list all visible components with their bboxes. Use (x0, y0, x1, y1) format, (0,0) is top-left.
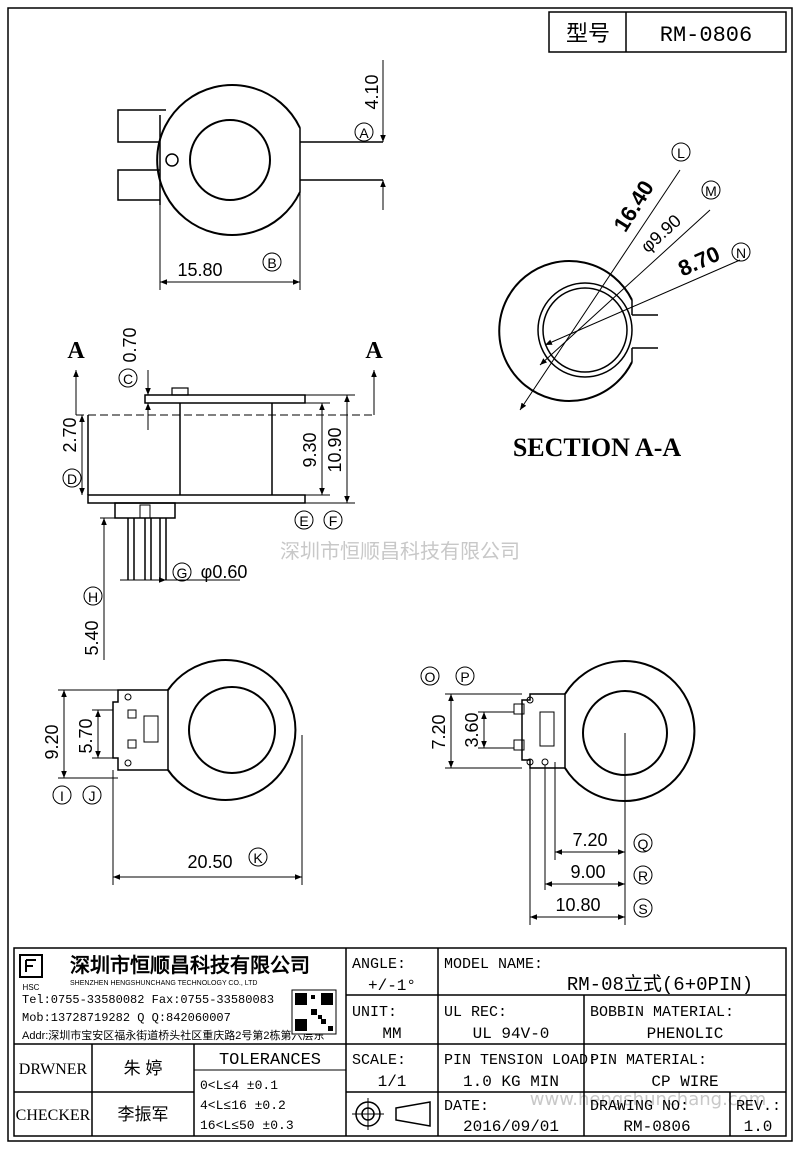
drawer-label: DRWNER (19, 1061, 88, 1078)
checker-value: 李振军 (118, 1105, 169, 1124)
callout-m: M (705, 183, 717, 199)
title-block: HSC 深圳市恒顺昌科技有限公司 SHENZHEN HENGSHUNCHANG … (13, 947, 787, 1137)
dim-0-60: φ0.60 (201, 562, 248, 582)
type-label: 型号 (566, 21, 610, 46)
model-label: MODEL NAME: (444, 956, 543, 973)
callout-d: D (67, 471, 77, 487)
type-value: RM-0806 (660, 23, 752, 48)
drawing-frame (7, 7, 793, 1142)
projection-symbol-icon (352, 1098, 431, 1130)
callout-j: J (89, 788, 96, 804)
callout-r: R (638, 868, 648, 884)
callout-l: L (677, 145, 685, 161)
angle-label: ANGLE: (352, 956, 406, 973)
callout-q: Q (638, 836, 649, 852)
angle-value: +/-1° (368, 977, 416, 995)
dim-7-20-v: 7.20 (429, 714, 449, 749)
callout-g: G (177, 565, 188, 581)
callout-n: N (736, 245, 746, 261)
company-name-en: SHENZHEN HENGSHUNCHANG TECHNOLOGY CO., L… (70, 980, 257, 987)
scale-value: 1/1 (378, 1073, 407, 1091)
callout-a: A (359, 125, 369, 141)
ul-rec-label: UL REC: (444, 1004, 507, 1021)
bottom-left-view: 9.20 5.70 I J 20.50 K (42, 659, 303, 885)
callout-c: C (123, 371, 133, 387)
company-name-cn: 深圳市恒顺昌科技有限公司 (70, 953, 310, 977)
bobbin-material-label: BOBBIN MATERIAL: (590, 1004, 734, 1021)
dim-4-10: 4.10 (362, 74, 382, 109)
callout-h: H (88, 589, 98, 605)
callout-i: I (60, 788, 64, 804)
header-box: 型号 RM-0806 (548, 11, 787, 53)
drawing-no-label: DRAWING NO: (590, 1098, 689, 1115)
section-title: SECTION A-A (513, 433, 682, 462)
callout-b: B (267, 255, 276, 271)
view-marker-left: A (67, 338, 85, 364)
watermark-company: 深圳市恒顺昌科技有限公司 (280, 539, 520, 563)
checker-label: CHECKER (16, 1107, 91, 1124)
callout-s: S (638, 901, 647, 917)
callout-p: P (460, 669, 469, 685)
callout-f: F (329, 513, 338, 529)
section-view: 16.40 φ9.90 8.70 L M N SECTION A-A (498, 142, 751, 462)
contact-address: Addr:深圳市宝安区福永街道桥头社区重庆路2号第2栋第六层东 (22, 1028, 325, 1042)
top-view: 4.10 A 15.80 B (117, 60, 386, 290)
dim-5-40: 5.40 (82, 620, 102, 655)
company-logo: HSC (19, 954, 43, 992)
unit-label: UNIT: (352, 1004, 397, 1021)
callout-k: K (253, 850, 263, 866)
dim-2-70: 2.70 (60, 417, 80, 452)
contact-tel-fax: Tel:0755-33580082 Fax:0755-33580083 (22, 993, 274, 1007)
contact-mob-qq: Mob:13728719282 Q Q:842060007 (22, 1011, 231, 1025)
dim-3-60: 3.60 (462, 712, 482, 747)
callout-o: O (425, 669, 436, 685)
model-value: RM-08立式(6+0PIN) (567, 973, 753, 996)
dim-10-90: 10.90 (325, 427, 345, 472)
dim-9-90: φ9.90 (637, 210, 685, 256)
tolerance-1: 0<L≤4 ±0.1 (200, 1078, 278, 1093)
pin-tension-label: PIN TENSION LOAD: (444, 1052, 597, 1069)
dim-9-30: 9.30 (300, 432, 320, 467)
bobbin-material-value: PHENOLIC (647, 1025, 724, 1043)
scale-label: SCALE: (352, 1052, 406, 1069)
tolerances-title: TOLERANCES (219, 1051, 321, 1070)
callout-e: E (299, 513, 308, 529)
pin-material-value: CP WIRE (651, 1073, 718, 1091)
rev-label: REV.: (736, 1098, 781, 1115)
dim-10-80: 10.80 (555, 895, 600, 915)
drawer-value: 朱 婷 (124, 1059, 163, 1078)
dim-20-50: 20.50 (187, 852, 232, 872)
dim-16-40: 16.40 (608, 176, 658, 236)
ul-rec-value: UL 94V-0 (473, 1025, 550, 1043)
view-marker-right: A (365, 338, 383, 364)
tolerance-3: 16<L≤50 ±0.3 (200, 1118, 294, 1133)
dim-15-80: 15.80 (177, 260, 222, 280)
drawing-no-value: RM-0806 (623, 1118, 690, 1136)
dim-9-00: 9.00 (570, 862, 605, 882)
pin-material-label: PIN MATERIAL: (590, 1052, 707, 1069)
date-value: 2016/09/01 (463, 1118, 559, 1136)
side-view: A A 0.70 C 2.70 D 9.30 10.90 E F (60, 327, 383, 660)
dim-7-20-h: 7.20 (572, 830, 607, 850)
dim-5-70: 5.70 (76, 718, 96, 753)
qr-code (291, 989, 337, 1035)
dim-0-70: 0.70 (120, 327, 140, 362)
svg-text:HSC: HSC (23, 983, 40, 992)
bottom-right-view: 7.20 3.60 O P 7.20 9.00 10.80 Q R S (420, 660, 696, 925)
rev-value: 1.0 (744, 1118, 773, 1136)
watermark-site: www.hengshunchang.com (530, 1089, 767, 1110)
pin-tension-value: 1.0 KG MIN (463, 1073, 559, 1091)
unit-value: MM (382, 1025, 401, 1043)
dim-9-20: 9.20 (42, 724, 62, 759)
date-label: DATE: (444, 1098, 489, 1115)
dim-8-70: 8.70 (674, 241, 723, 281)
tolerance-2: 4<L≤16 ±0.2 (200, 1098, 286, 1113)
